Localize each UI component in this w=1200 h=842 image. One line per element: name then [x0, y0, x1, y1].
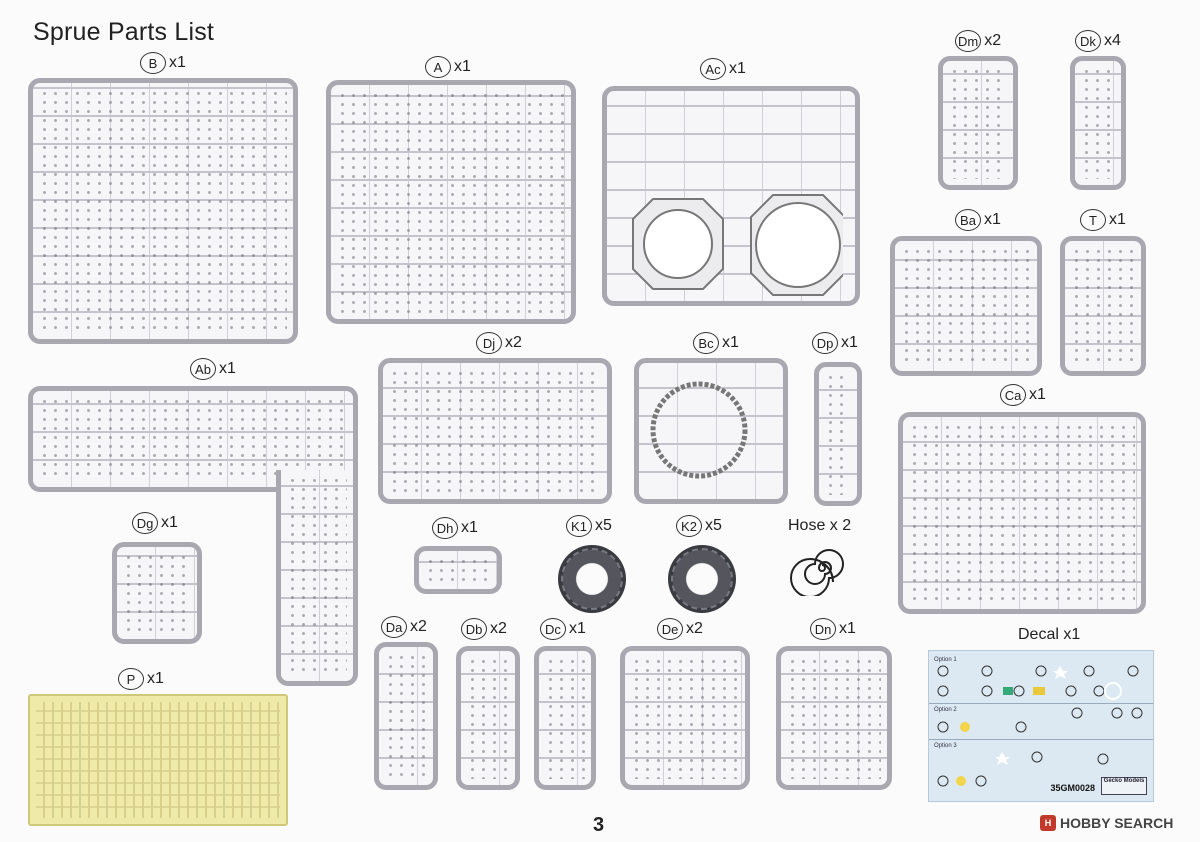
hose-spiral-icon	[790, 549, 844, 596]
sprue-de-frame	[620, 646, 750, 790]
sprue-t-frame	[1060, 236, 1146, 376]
sprue-a-frame	[326, 80, 576, 324]
sprue-ca-frame	[898, 412, 1146, 614]
decal-option-2: Option 2	[934, 707, 957, 713]
page-title: Sprue Parts List	[33, 18, 215, 46]
tire-k1	[558, 545, 626, 613]
sprue-dm-frame	[938, 56, 1018, 190]
sprue-ab-leg	[276, 470, 358, 686]
sprue-dg-frame	[112, 542, 202, 644]
hose-label: Hose x 2	[788, 517, 852, 534]
decal-option-1: Option 1	[934, 657, 957, 663]
page-number: 3	[593, 814, 605, 836]
decal-markings	[937, 665, 1143, 787]
hobby-search-logo-icon: H	[1040, 815, 1056, 831]
decal-code: 35GM0028	[1050, 783, 1095, 793]
gecko-models-logo: Gecko Models	[1101, 777, 1147, 795]
tire-k2	[668, 545, 736, 613]
sprue-dc-frame	[534, 646, 596, 790]
turret-ring	[650, 381, 748, 479]
decal-option-3: Option 3	[934, 743, 957, 749]
sprue-dn-frame	[776, 646, 892, 790]
sprue-db-frame	[456, 646, 520, 790]
sprue-dh-frame	[414, 546, 502, 594]
photo-etch-fret-p	[28, 694, 288, 826]
sprue-dj-frame	[378, 358, 612, 504]
sprue-dk-frame	[1070, 56, 1126, 190]
turret-ring-parts	[632, 194, 843, 296]
sprue-ac-frame	[602, 86, 860, 306]
sprue-da-frame	[374, 642, 438, 790]
sprue-dp-frame	[814, 362, 862, 506]
sprue-ba-frame	[890, 236, 1042, 376]
decal-label: Decal x1	[1018, 626, 1081, 643]
sprue-bc-frame	[634, 358, 788, 504]
decal-sheet: Option 1 Option 2 Option 3 35GM0028 Geck…	[928, 650, 1154, 802]
sprue-b-frame	[28, 78, 298, 344]
